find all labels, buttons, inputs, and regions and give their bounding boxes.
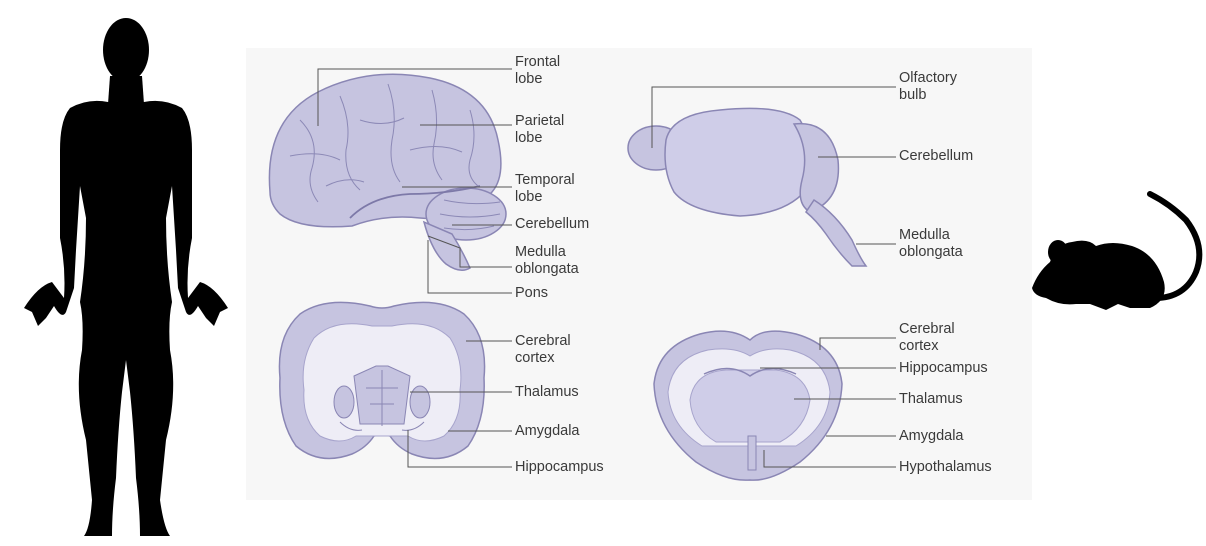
label-line: cortex [899, 338, 955, 355]
label-line: Cerebral [515, 333, 571, 350]
label-line: Medulla [899, 227, 963, 244]
label-hippocampus: Hippocampus [515, 459, 604, 476]
label-medulla-oblongata: Medulla oblongata [515, 244, 579, 278]
label-frontal-lobe: Frontal lobe [515, 54, 560, 88]
label-line: Parietal [515, 113, 564, 130]
label-line: Cerebral [899, 321, 955, 338]
label-olfactory-bulb: Olfactory bulb [899, 70, 957, 104]
label-mouse-hypothalamus: Hypothalamus [899, 459, 992, 476]
label-amygdala: Amygdala [515, 423, 579, 440]
label-line: lobe [515, 71, 560, 88]
label-line: Medulla [515, 244, 579, 261]
label-line: Olfactory [899, 70, 957, 87]
label-mouse-hippocampus: Hippocampus [899, 360, 988, 377]
label-line: oblongata [515, 261, 579, 278]
label-mouse-cerebellum: Cerebellum [899, 148, 973, 165]
label-line: lobe [515, 189, 575, 206]
label-line: Frontal [515, 54, 560, 71]
label-line: lobe [515, 130, 564, 147]
label-mouse-thalamus: Thalamus [899, 391, 963, 408]
label-cerebellum: Cerebellum [515, 216, 589, 233]
label-mouse-medulla-oblongata: Medulla oblongata [899, 227, 963, 261]
label-line: cortex [515, 350, 571, 367]
label-cerebral-cortex: Cerebral cortex [515, 333, 571, 367]
label-mouse-amygdala: Amygdala [899, 428, 963, 445]
label-line: Temporal [515, 172, 575, 189]
label-parietal-lobe: Parietal lobe [515, 113, 564, 147]
label-thalamus: Thalamus [515, 384, 579, 401]
label-line: bulb [899, 87, 957, 104]
label-mouse-cerebral-cortex: Cerebral cortex [899, 321, 955, 355]
label-line: oblongata [899, 244, 963, 261]
label-pons: Pons [515, 285, 548, 302]
label-temporal-lobe: Temporal lobe [515, 172, 575, 206]
